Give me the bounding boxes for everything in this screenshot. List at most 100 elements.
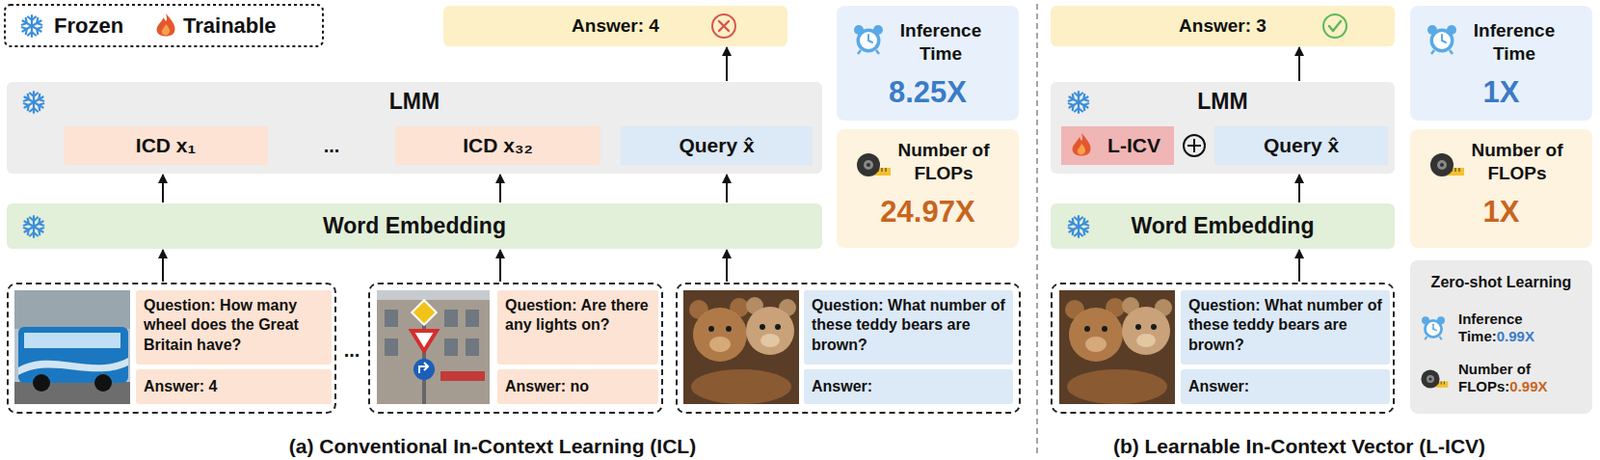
answer-field: Answer: 4: [135, 369, 332, 404]
node-text: ICD x₃₂: [462, 133, 534, 157]
text-row: Inference Time: [1458, 19, 1571, 66]
example-group: Question: Are there any lights on? Answer…: [368, 282, 664, 414]
metric-panel: Inference Time 1X: [1410, 5, 1593, 121]
model-band: LMM L-ICV Query x̂: [1050, 81, 1395, 174]
ellipsis: ...: [323, 134, 341, 158]
text-row: Answer: no: [505, 377, 589, 396]
text-row: Inference Time: [884, 19, 997, 66]
question-box: Question: How many wheel does the Great …: [135, 290, 332, 365]
question-box: Question: What number of these teddy bea…: [803, 290, 1014, 365]
text-row: LMM: [389, 88, 440, 115]
flow-arrow: [725, 47, 728, 81]
label-text: ...: [344, 339, 361, 361]
model-band: LMM ICD x₁ ICD x₃₂ Query x̂: [6, 81, 823, 174]
question-box: Question: What number of these teddy bea…: [1180, 290, 1390, 365]
freeze-icons: [22, 91, 1090, 238]
flow-arrow: [1298, 47, 1301, 81]
metric-panel: Number of FLOPs 1X: [1410, 129, 1593, 248]
embedding-band: Word Embedding: [6, 203, 823, 249]
street-photo: [376, 290, 490, 404]
node-text: Query x̂: [678, 133, 754, 157]
node-text: Inference Time: [1473, 20, 1555, 64]
flow-arrow: [499, 249, 502, 282]
legend-item: Trainable: [183, 13, 277, 39]
text-row: Question: Are there any lights on?: [505, 295, 651, 336]
trainable-icon: [1072, 133, 1092, 157]
node-text: LMM: [389, 88, 440, 114]
teddy-photo: [683, 290, 800, 404]
text-row: Number of FLOPs:0.99X: [1458, 360, 1573, 396]
legend-icons: [20, 13, 175, 37]
node-text: Word Embedding: [322, 213, 507, 239]
query-box: Query x̂: [1214, 126, 1388, 165]
tape-icons: [856, 153, 1465, 389]
label-text: (a) Conventional In-Context Learning (IC…: [289, 434, 696, 457]
text-row: Question: What number of these teddy bea…: [1188, 295, 1383, 355]
node-text: Answer: 4: [571, 15, 660, 36]
text-row: 1X: [1410, 75, 1593, 110]
text-row: ICD x₁: [135, 133, 196, 158]
node-text: Answer: 4: [143, 377, 217, 395]
text-row: Answer:: [811, 377, 873, 396]
flow-arrow: [1298, 249, 1301, 282]
node-text: Zero-shot Learning: [1431, 273, 1573, 291]
question-box: Question: Are there any lights on?: [497, 290, 659, 365]
metric-panel: Number of FLOPs 24.97X: [836, 129, 1019, 248]
correct-mark: [1323, 14, 1347, 38]
answer-field: Answer:: [803, 369, 1014, 404]
node-text: 0.99X: [1496, 327, 1535, 345]
text-row: ICD x₃₂: [462, 133, 534, 158]
wrong-mark: [712, 14, 736, 38]
text-row: Answer: 3: [1178, 15, 1267, 37]
example-group: Question: What number of these teddy bea…: [675, 282, 1021, 414]
text-row: LMM: [1197, 88, 1248, 115]
node-text: Number of FLOPs: [1471, 139, 1564, 184]
text-row: Word Embedding: [322, 213, 507, 240]
text-row: Query x̂: [1263, 133, 1339, 158]
text-row: Answer: 4: [143, 377, 217, 396]
demo-box: ICD x₁: [63, 126, 268, 165]
sub-caption: (a) Conventional In-Context Learning (IC…: [289, 434, 696, 458]
node-text: Question: Are there any lights on?: [505, 296, 649, 333]
text-row: 24.97X: [836, 194, 1019, 230]
node-text: Answer:: [1188, 377, 1250, 395]
label-text: (b) Learnable In-Context Vector (L-ICV): [1113, 434, 1486, 457]
add-symbol: [1183, 134, 1205, 157]
text-row: Question: What number of these teddy bea…: [811, 295, 1006, 355]
text-row: Query x̂: [678, 133, 754, 158]
node-text: Question: How many wheel does the Great …: [143, 296, 299, 353]
text-row: Answer: 4: [571, 15, 660, 37]
text-row: L-ICV: [1107, 133, 1161, 158]
demo-box: ICD x₃₂: [395, 126, 601, 165]
legend-text: Frozen: [53, 13, 124, 38]
flow-arrow: [499, 174, 502, 203]
node-text: Answer: 3: [1178, 15, 1267, 36]
node-text: L-ICV: [1107, 133, 1161, 157]
query-box: Query x̂: [620, 126, 813, 165]
sub-caption: (b) Learnable In-Context Vector (L-ICV): [1113, 434, 1486, 458]
answer-field: Answer: no: [497, 369, 659, 404]
node-text: ICD x₁: [135, 133, 196, 157]
example-group: Question: What number of these teddy bea…: [1050, 282, 1395, 414]
embedding-band: Word Embedding: [1050, 203, 1395, 249]
node-text: LMM: [1197, 88, 1248, 114]
node-text: Query x̂: [1263, 133, 1339, 157]
node-text: 24.97X: [880, 194, 975, 229]
flow-arrow: [161, 174, 164, 203]
node-text: Answer:: [811, 377, 873, 395]
divider: [1036, 3, 1039, 455]
node-text: Number of FLOPs: [898, 139, 990, 184]
text-row: Word Embedding: [1131, 213, 1315, 240]
text-row: 1X: [1410, 194, 1593, 230]
node-text: Word Embedding: [1131, 213, 1315, 239]
node-text: Answer: no: [505, 377, 589, 395]
text-row: Answer:: [1188, 377, 1250, 396]
legend-text: Trainable: [183, 13, 277, 38]
text-row: Number of FLOPs: [886, 138, 1001, 186]
text-row: Inference Time:0.99X: [1458, 310, 1573, 346]
flow-arrow: [725, 174, 728, 203]
label-text: ...: [323, 134, 341, 157]
example-group: Question: How many wheel does the Great …: [6, 282, 337, 414]
